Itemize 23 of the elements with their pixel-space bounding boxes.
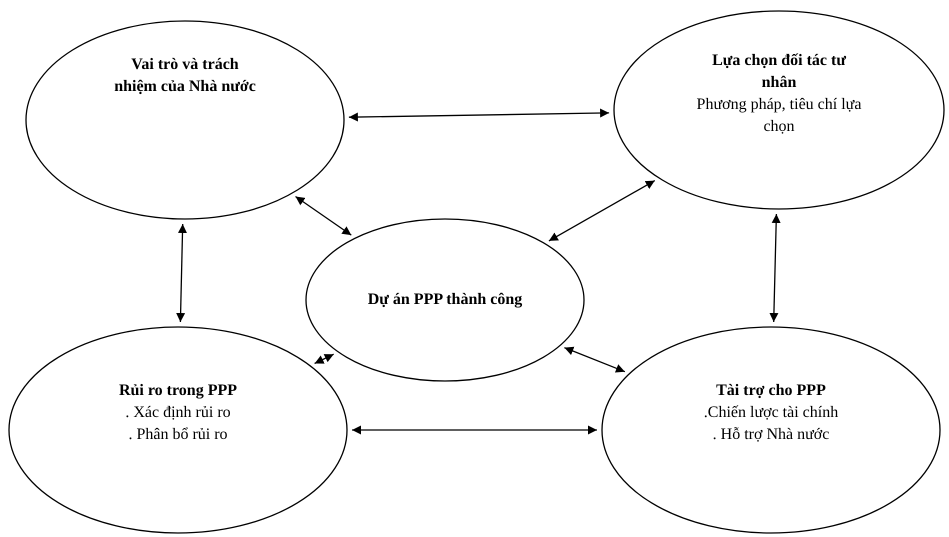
double-arrow — [548, 180, 656, 242]
ellipse-node — [25, 20, 345, 220]
node-text: .Chiến lược tài chính — [702, 403, 840, 423]
double-arrow — [176, 224, 187, 322]
double-arrow — [295, 196, 352, 236]
node-heading: Rủi ro trong PPP — [118, 381, 238, 401]
node-text: . Hỗ trợ Nhà nước — [712, 425, 830, 445]
ellipse-node — [305, 218, 585, 382]
double-arrow — [348, 108, 610, 122]
double-arrow — [769, 214, 781, 322]
node-heading: Dự án PPP thành công — [366, 290, 524, 310]
double-arrow — [564, 346, 626, 373]
node-heading: Tài trợ cho PPP — [715, 381, 827, 401]
node-text: . Xác định rủi ro — [124, 403, 232, 423]
ellipse-node — [613, 10, 945, 210]
ellipse-node — [8, 326, 348, 534]
ellipse-node — [601, 326, 941, 534]
double-arrow — [314, 354, 334, 364]
node-text: . Phân bổ rủi ro — [127, 425, 229, 445]
node-heading: Lựa chọn đối tác tư nhân — [711, 51, 848, 93]
node-text: Phương pháp, tiêu chí lựa chọn — [696, 95, 862, 137]
node-heading: Vai trò và trách nhiệm của Nhà nước — [113, 55, 257, 97]
double-arrow — [352, 426, 597, 434]
